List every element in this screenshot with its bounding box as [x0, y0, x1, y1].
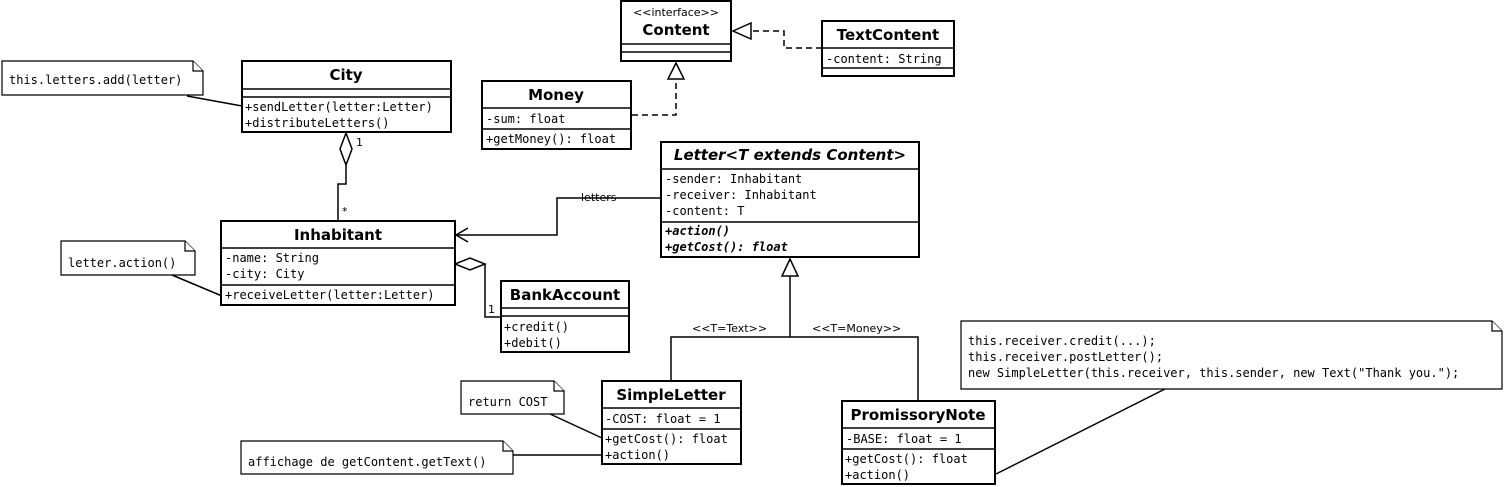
inhabitant-note-anchor — [171, 274, 223, 297]
class-city[interactable]: City +sendLetter(letter:Letter) +distrib… — [241, 60, 452, 133]
inhabitant-attribute-city: -city: City — [225, 267, 304, 281]
letter-method-getcost: +getCost(): float — [665, 240, 788, 254]
simpleletter-class-name: SimpleLetter — [616, 386, 726, 404]
content-class-name: Content — [642, 21, 709, 39]
note-promissory-line-1: this.receiver.credit(...); — [968, 334, 1156, 348]
content-stereotype: <<interface>> — [633, 6, 719, 19]
bankaccount-class-name: BankAccount — [510, 286, 620, 304]
promissorynote-class-name: PromissoryNote — [850, 406, 985, 424]
simpleletter-inheritance-line — [670, 336, 790, 381]
inhabitant-multiplicity: * — [342, 205, 348, 218]
simpleletter-method-action: +action() — [605, 448, 670, 462]
note-inhabitant[interactable]: letter.action() — [60, 240, 196, 276]
note-promissory-line-3: new SimpleLetter(this.receiver, this.sen… — [968, 366, 1459, 380]
city-method-send-letter: +sendLetter(letter:Letter) — [245, 100, 433, 114]
class-content[interactable]: <<interface>> Content — [620, 0, 732, 62]
letter-class-name: Letter<T extends Content> — [674, 146, 906, 164]
promissory-note-anchor — [995, 388, 1166, 475]
letter-attribute-sender: -sender: Inhabitant — [665, 172, 802, 186]
content-realization-arrow-right — [731, 21, 752, 41]
note-city[interactable]: this.letters.add(letter) — [1, 60, 204, 96]
promissorynote-method-action: +action() — [845, 468, 910, 482]
note-cost[interactable]: return COST — [460, 380, 565, 415]
bankaccount-method-debit: +debit() — [504, 336, 562, 350]
letter-attribute-receiver: -receiver: Inhabitant — [665, 188, 817, 202]
money-method: +getMoney(): float — [486, 132, 616, 146]
money-realization-line — [632, 79, 677, 116]
note-display[interactable]: affichage de getContent.getText() — [240, 440, 514, 475]
promissorynote-attribute-base: -BASE: float = 1 — [846, 432, 962, 446]
city-inhabitant-aggregation-line — [337, 165, 347, 221]
simpleletter-attribute-cost: -COST: float = 1 — [605, 412, 721, 426]
class-simpleletter[interactable]: SimpleLetter -COST: float = 1 +getCost()… — [601, 380, 742, 465]
simpleletter-method-getcost: +getCost(): float — [605, 432, 728, 446]
content-realization-arrow-bottom — [666, 61, 686, 80]
cost-note-anchor — [549, 413, 603, 439]
class-inhabitant[interactable]: Inhabitant -name: String -city: City +re… — [220, 220, 456, 306]
note-display-text: affichage de getContent.getText() — [248, 455, 486, 469]
textcontent-attribute: -content: String — [826, 52, 942, 66]
letter-method-action: +action() — [665, 224, 730, 238]
class-money[interactable]: Money -sum: float +getMoney(): float — [481, 80, 632, 150]
letter-attribute-content: -content: T — [665, 204, 744, 218]
city-aggregation-diamond — [339, 130, 353, 168]
note-cost-text: return COST — [468, 395, 547, 409]
inhabitant-aggregation-diamond — [452, 257, 488, 271]
textcontent-class-name: TextContent — [837, 26, 939, 44]
class-letter[interactable]: Letter<T extends Content> -sender: Inhab… — [660, 141, 920, 258]
city-class-name: City — [329, 66, 362, 84]
text-binding-label: <<T=Text>> — [692, 322, 767, 335]
textcontent-realization-line — [751, 30, 822, 49]
bank-multiplicity: 1 — [488, 303, 495, 316]
class-promissorynote[interactable]: PromissoryNote -BASE: float = 1 +getCost… — [841, 400, 996, 485]
letters-association-line — [456, 197, 661, 236]
class-bankaccount[interactable]: BankAccount +credit() +debit() — [500, 280, 630, 353]
inhabitant-method-receive-letter: +receiveLetter(letter:Letter) — [225, 288, 435, 302]
bankaccount-method-credit: +credit() — [504, 320, 569, 334]
letter-inheritance-arrow — [780, 257, 800, 277]
inhabitant-attribute-name: -name: String — [225, 251, 319, 265]
money-attribute: -sum: float — [486, 112, 565, 126]
city-multiplicity: 1 — [356, 136, 363, 149]
letters-role-label: letters — [581, 191, 617, 204]
city-note-anchor — [186, 95, 243, 107]
promissorynote-method-getcost: +getCost(): float — [845, 452, 968, 466]
city-method-distribute-letters: +distributeLetters() — [245, 116, 390, 130]
inhabitant-bank-aggregation-line — [484, 264, 501, 318]
money-class-name: Money — [528, 86, 584, 104]
note-promissory[interactable]: this.receiver.credit(...); this.receiver… — [960, 320, 1503, 390]
note-inhabitant-text: letter.action() — [68, 256, 176, 270]
note-city-text: this.letters.add(letter) — [9, 73, 182, 87]
money-binding-label: <<T=Money>> — [812, 322, 901, 335]
note-promissory-line-2: this.receiver.postLetter(); — [968, 350, 1163, 364]
class-textcontent[interactable]: TextContent -content: String — [821, 20, 955, 77]
promissorynote-inheritance-line — [790, 336, 919, 401]
inhabitant-class-name: Inhabitant — [294, 226, 382, 244]
